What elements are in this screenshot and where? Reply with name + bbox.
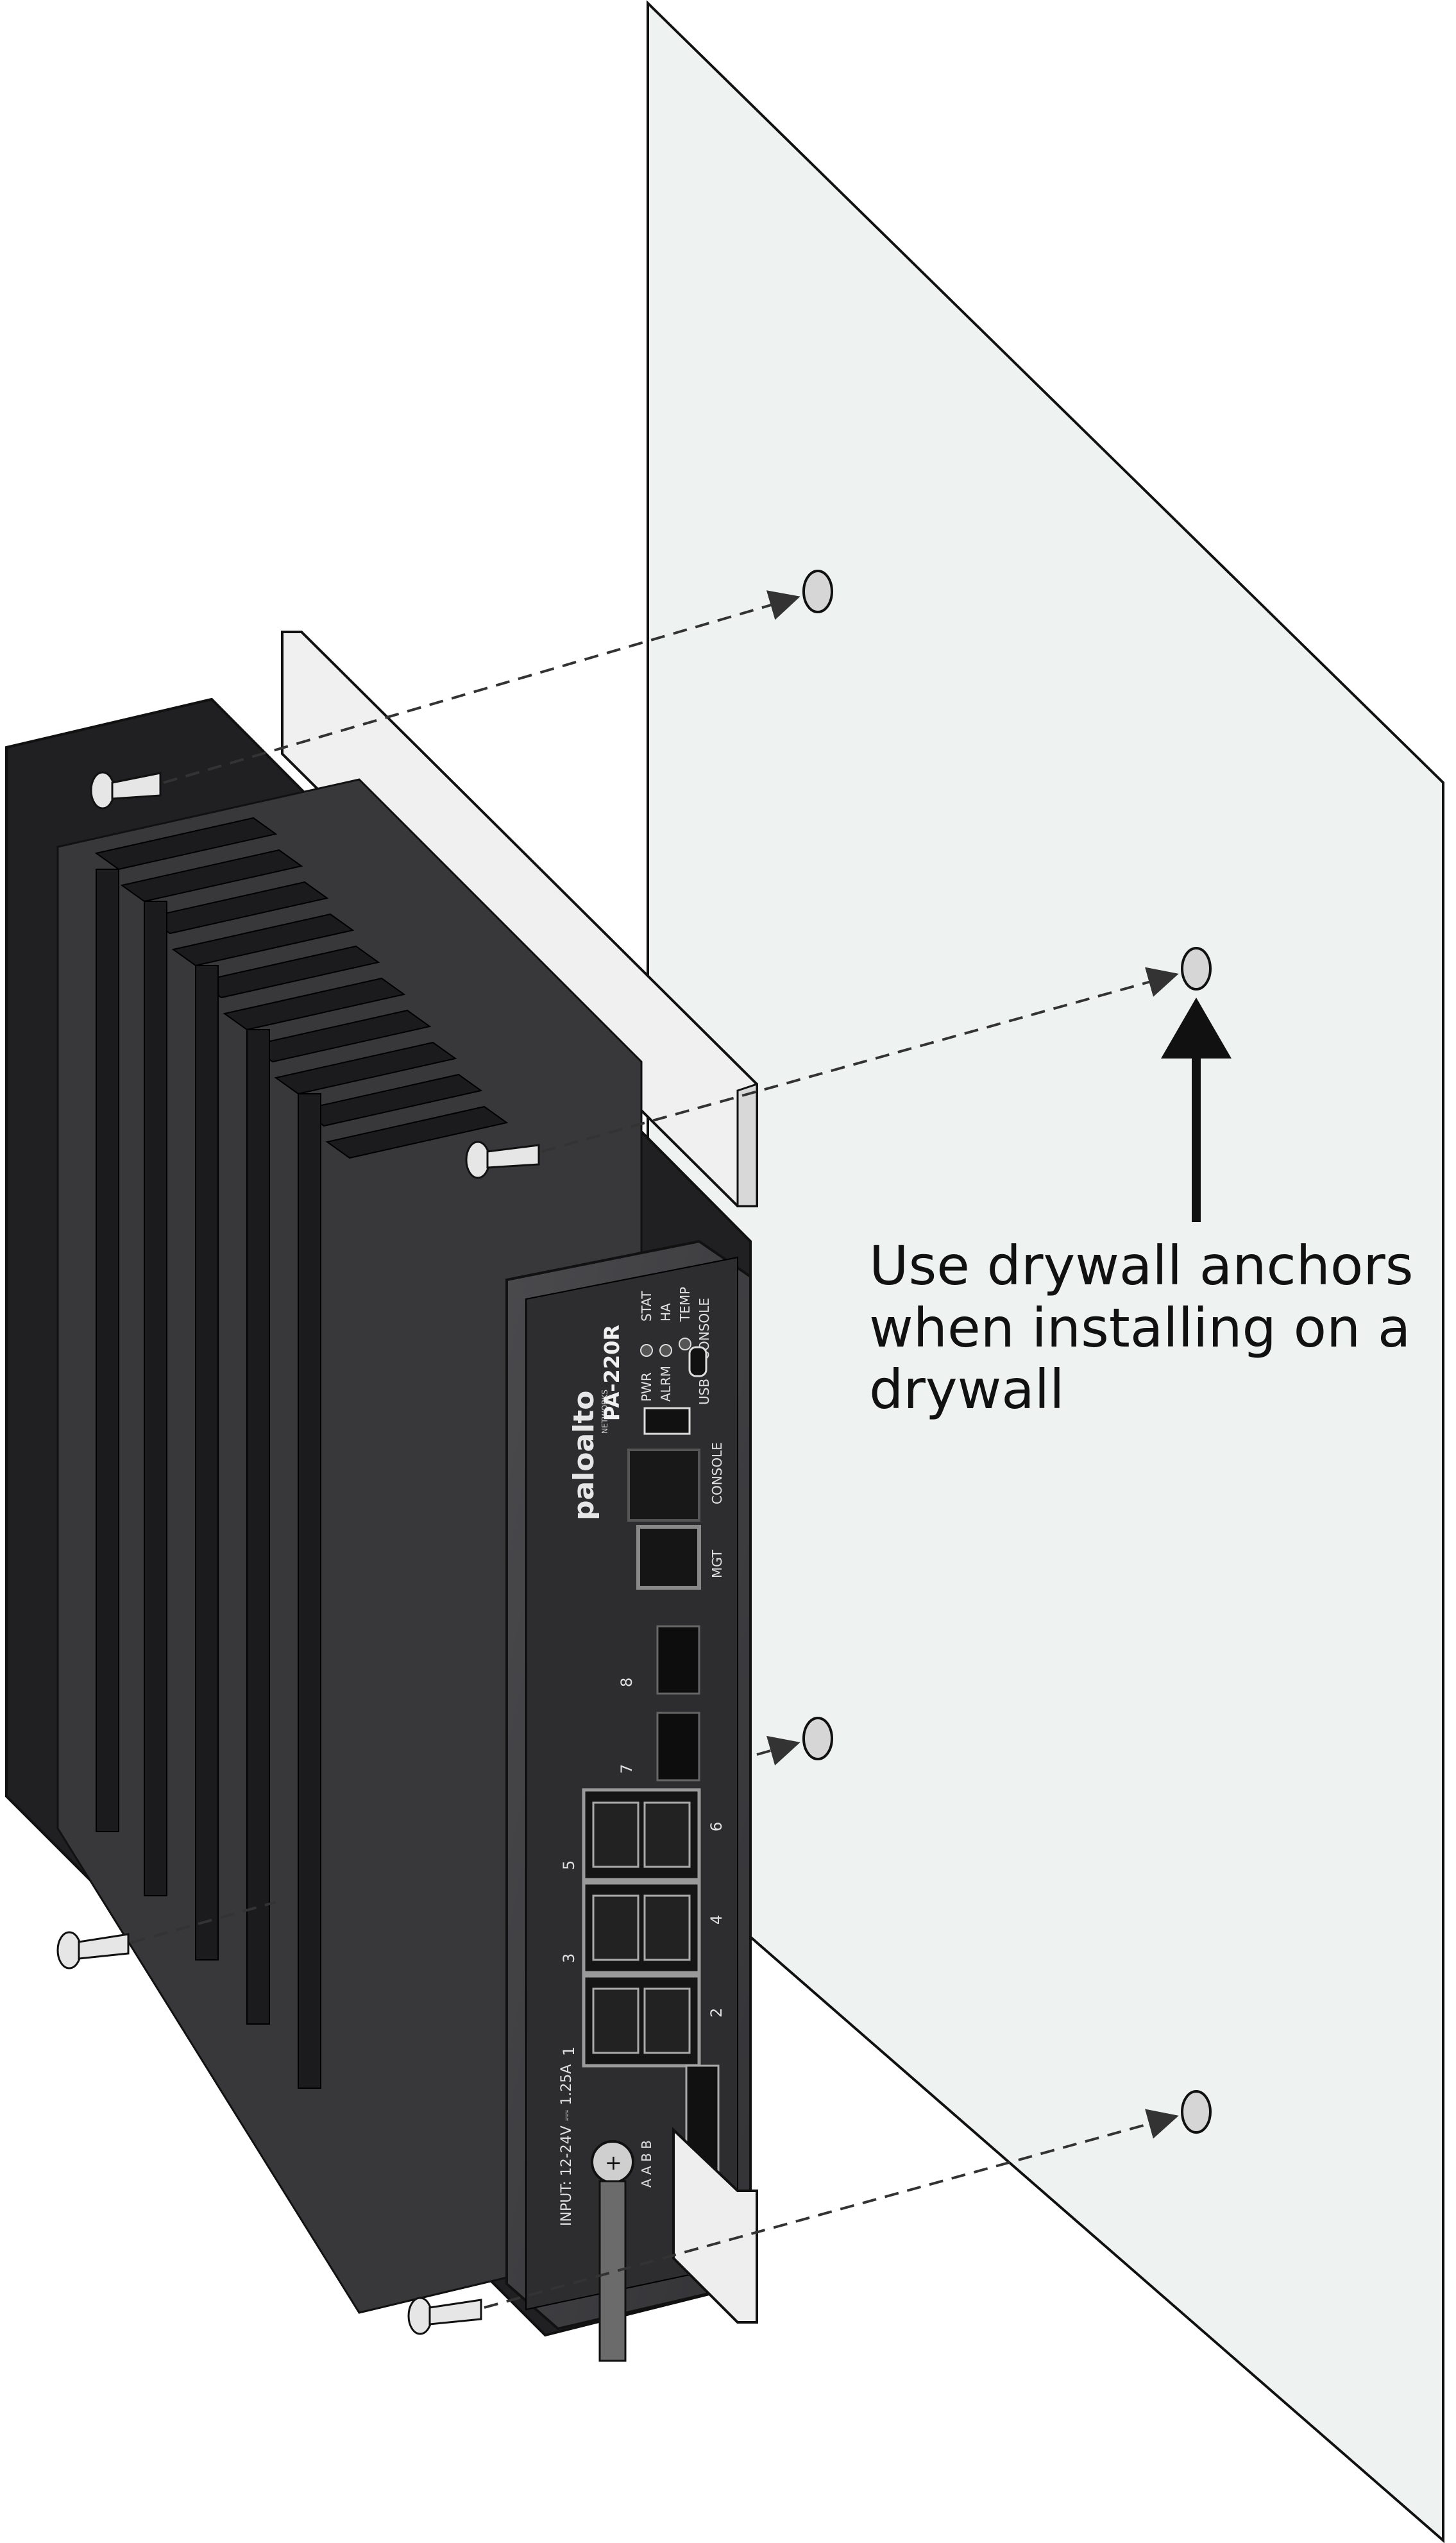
bottom-bracket bbox=[672, 2127, 758, 2324]
brand-logo-text: paloalto bbox=[568, 1390, 600, 1520]
mounting-screws bbox=[56, 771, 540, 2335]
mgt-label: MGT bbox=[709, 1549, 725, 1578]
sfp-label-8: 8 bbox=[618, 1678, 636, 1687]
port-label-3: 3 bbox=[560, 1953, 578, 1963]
port-label-6: 6 bbox=[707, 1822, 725, 1832]
power-input-label: INPUT: 12-24V ⎓ 1.25A bbox=[559, 2064, 575, 2226]
sfp-port-8 bbox=[656, 1625, 700, 1695]
sfp-port-7 bbox=[656, 1712, 700, 1782]
mgt-port bbox=[636, 1525, 701, 1590]
led-label-ha: HA bbox=[658, 1303, 673, 1322]
screw-mid bbox=[465, 1141, 540, 1179]
port-label-1: 1 bbox=[560, 2046, 578, 2056]
port-label-2: 2 bbox=[707, 2008, 725, 2018]
terminal-labels: A A B B bbox=[639, 2140, 654, 2188]
sfp-label-7: 7 bbox=[618, 1764, 636, 1774]
heat-sink-fins bbox=[94, 817, 509, 2089]
led-label-stat: STAT bbox=[639, 1291, 654, 1322]
brand-sub-text: NETWORKS bbox=[600, 1390, 609, 1434]
console-port bbox=[627, 1449, 700, 1522]
screw-bottom bbox=[407, 2297, 482, 2335]
callout-arrow bbox=[1161, 998, 1232, 1222]
wall-holes bbox=[802, 570, 1212, 2134]
led-label-pwr: PWR bbox=[639, 1372, 654, 1402]
led-label-alrm: ALRM bbox=[658, 1366, 673, 1402]
svg-text:+: + bbox=[605, 2150, 622, 2175]
screw-left-lower bbox=[56, 1931, 130, 1969]
port-label-5: 5 bbox=[560, 1860, 578, 1870]
model-label: PA-220R bbox=[600, 1325, 624, 1421]
console-label: CONSOLE bbox=[709, 1442, 725, 1504]
screw-guide-lines bbox=[131, 590, 1179, 2309]
usb-port bbox=[643, 1407, 691, 1435]
port-label-4: 4 bbox=[707, 1915, 725, 1925]
status-leds bbox=[640, 1338, 691, 1357]
usb-label: USB bbox=[697, 1379, 712, 1405]
screw-top-left bbox=[90, 771, 162, 810]
ground-lug: + bbox=[591, 2140, 634, 2362]
drywall-anchor-callout: Use drywall anchors when installing on a… bbox=[869, 1234, 1414, 1422]
led-label-temp: TEMP bbox=[677, 1287, 693, 1322]
usb-c-console-port bbox=[688, 1346, 707, 1377]
